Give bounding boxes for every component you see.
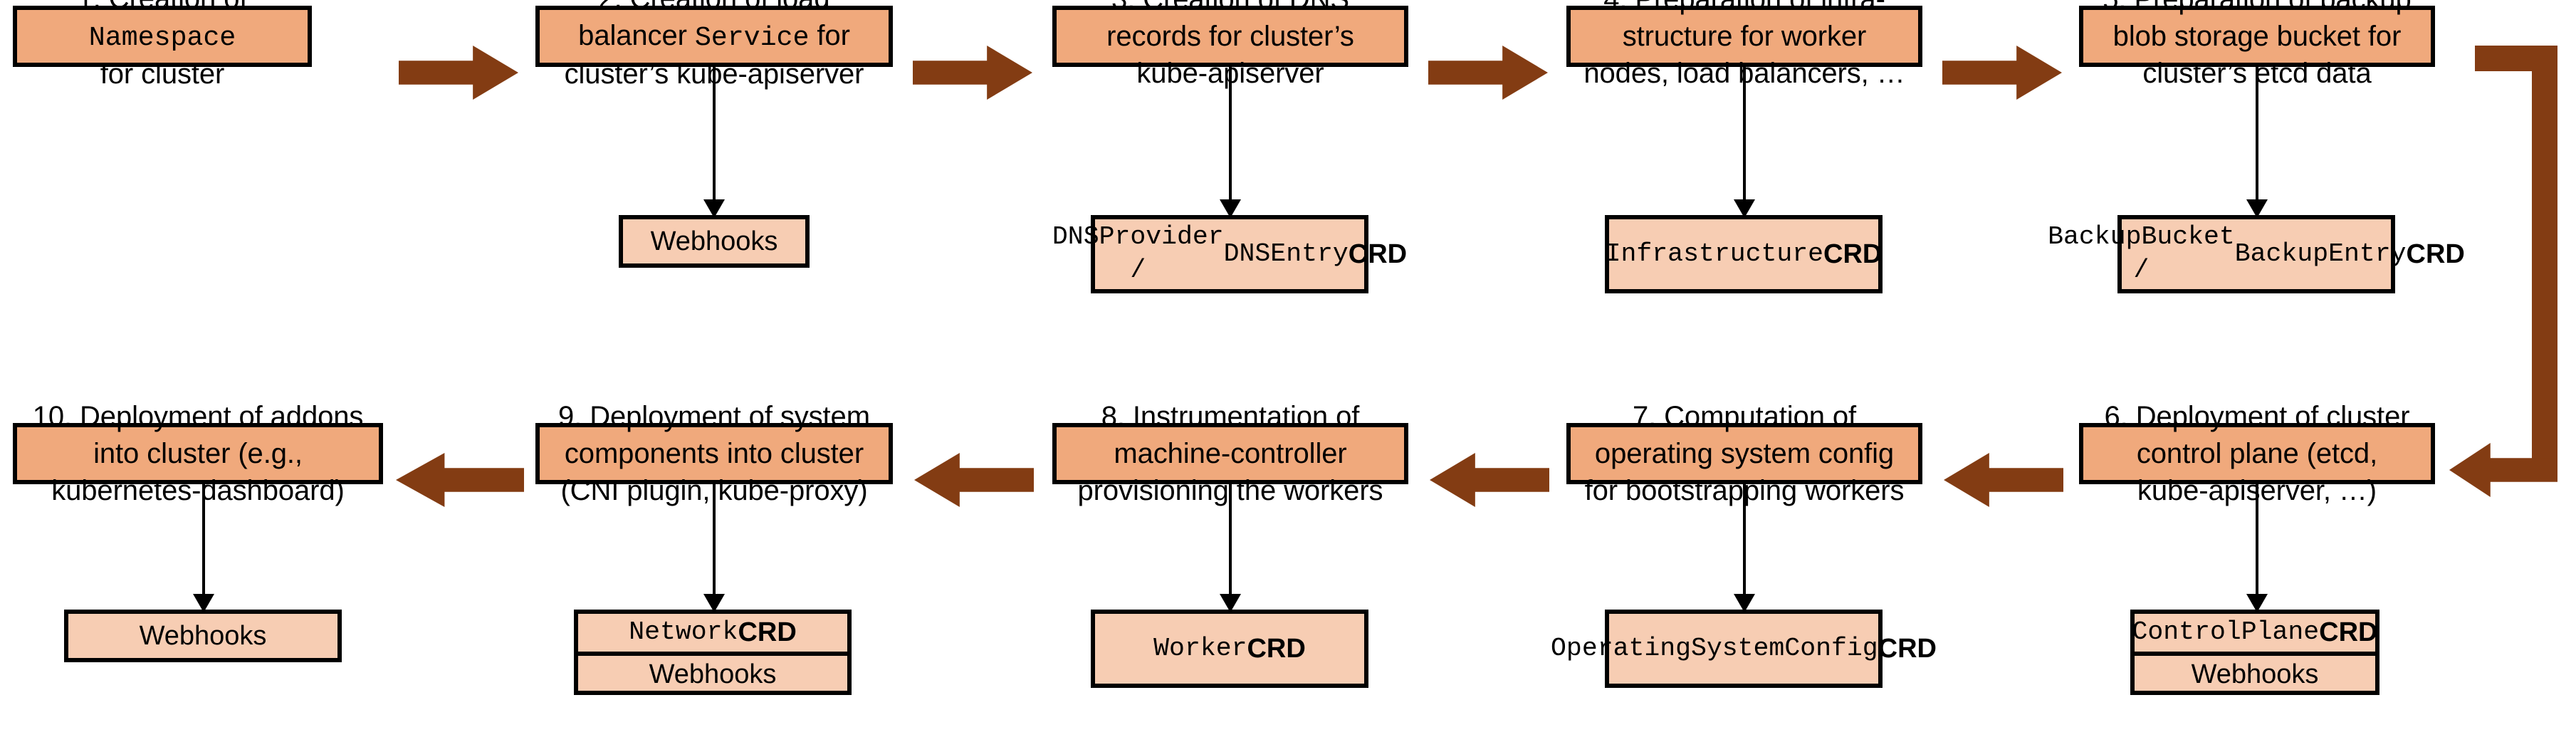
- arrow-1-to-2: [399, 46, 518, 100]
- resource-cell: Webhooks: [650, 226, 778, 256]
- resource-cell-crd: Network CRD: [629, 617, 797, 647]
- resource-box-3[interactable]: DNSProvider /DNSEntry CRD: [1052, 215, 1408, 293]
- arrow-4-to-5: [1942, 46, 2062, 100]
- arrow-2-to-3: [913, 46, 1032, 100]
- resource-cell: DNSProvider /DNSEntry CRD: [1052, 222, 1408, 285]
- connector-line-5: [2256, 67, 2258, 212]
- resource-cell: Webhooks: [139, 620, 267, 651]
- step-box-1[interactable]: 1. Creation ofNamespacefor cluster: [13, 0, 312, 90]
- step-box-4[interactable]: 4. Preparation of infra-structure for wo…: [1566, 0, 1922, 89]
- arrow-5-to-6-vertical: [2532, 46, 2557, 469]
- arrow-8-to-9: [914, 453, 1034, 507]
- resource-cell-crd: ControlPlane CRD: [2132, 617, 2378, 647]
- arrow-3-to-4: [1428, 46, 1548, 100]
- arrow-6-to-7: [1944, 453, 2063, 507]
- connector-arrowhead-4: [1734, 199, 1755, 218]
- resource-cell: BackupBucket /BackupEntry CRD: [2048, 222, 2465, 285]
- connector-line-3: [1229, 67, 1232, 212]
- connector-arrowhead-9: [703, 594, 725, 612]
- connector-line-8: [1229, 484, 1232, 607]
- step-label-1: 1. Creation ofNamespacefor cluster: [78, 0, 248, 90]
- resource-box-5[interactable]: BackupBucket /BackupEntry CRD: [2048, 215, 2465, 293]
- connector-line-6: [2256, 484, 2258, 607]
- connector-line-2: [713, 67, 716, 212]
- connector-line-9: [713, 484, 716, 607]
- connector-line-4: [1743, 67, 1746, 212]
- connector-arrowhead-6: [2246, 594, 2268, 612]
- connector-arrowhead-3: [1220, 199, 1241, 218]
- step-box-5[interactable]: 5. Preparation of backupblob storage buc…: [2079, 0, 2435, 89]
- resource-box-2[interactable]: Webhooks: [619, 215, 810, 268]
- step-box-3[interactable]: 3. Creation of DNSrecords for cluster’sk…: [1052, 0, 1408, 89]
- resource-box-6[interactable]: ControlPlane CRD Webhooks: [2130, 610, 2379, 695]
- connector-arrowhead-7: [1734, 594, 1755, 612]
- connector-line-7: [1743, 484, 1746, 607]
- arrow-7-to-8: [1430, 453, 1549, 507]
- arrow-9-to-10: [396, 453, 524, 507]
- resource-cell-webhooks: Webhooks: [578, 651, 847, 694]
- resource-box-9[interactable]: Network CRD Webhooks: [574, 610, 852, 695]
- resource-box-10[interactable]: Webhooks: [64, 610, 342, 662]
- connector-arrowhead-8: [1220, 594, 1241, 612]
- connector-arrowhead-5: [2246, 199, 2268, 218]
- connector-arrowhead-10: [193, 594, 214, 612]
- resource-cell-webhooks: Webhooks: [2135, 651, 2375, 694]
- connector-line-10: [202, 484, 205, 607]
- connector-arrowhead-2: [703, 199, 725, 218]
